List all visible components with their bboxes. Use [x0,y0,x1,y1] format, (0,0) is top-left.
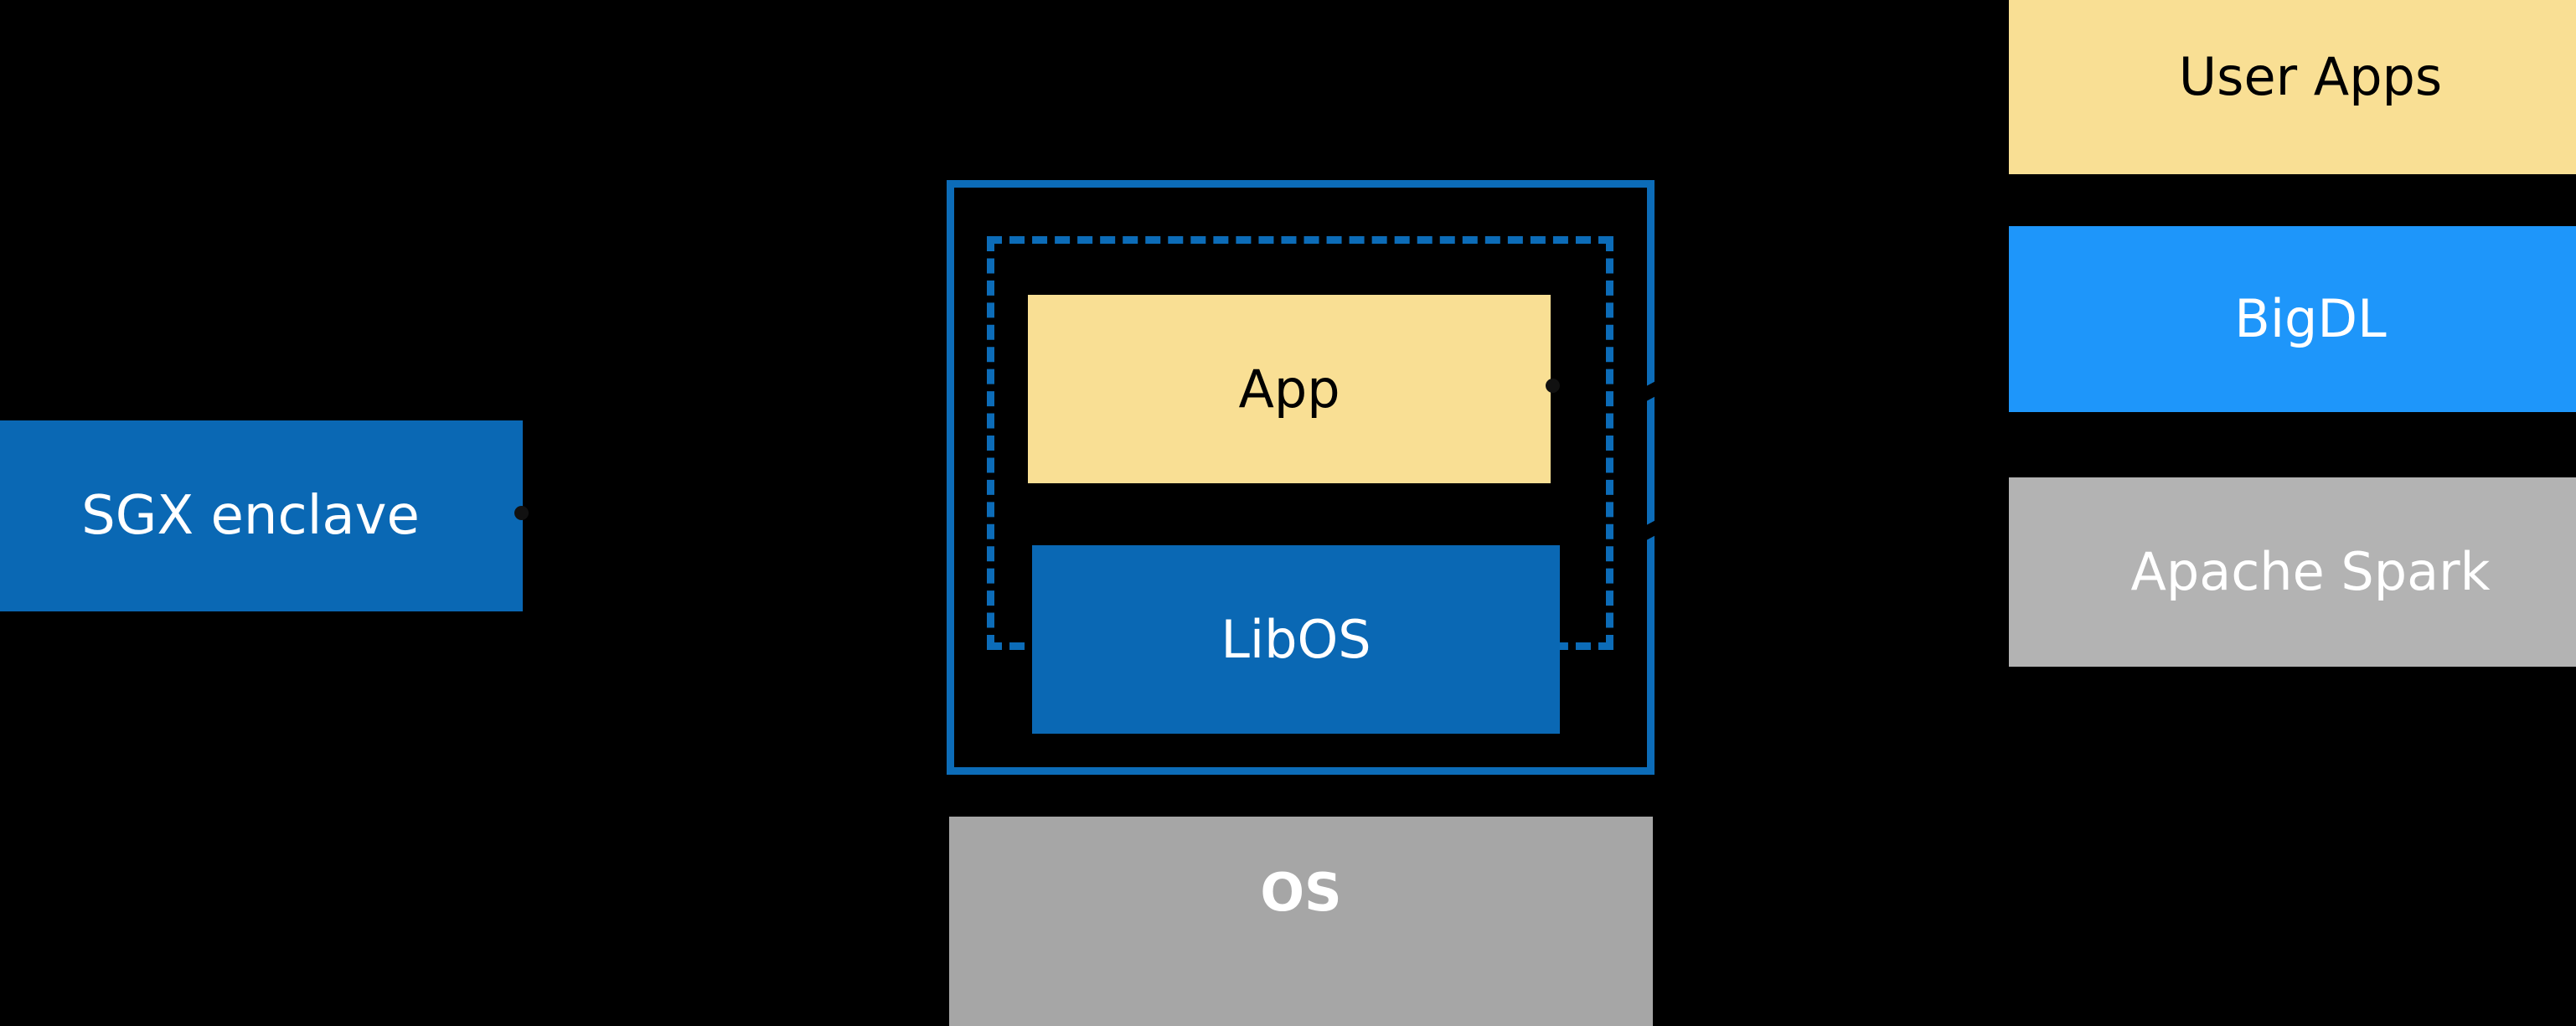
apache-spark-box: Apache Spark [2009,477,2576,667]
sgx-enclave-box: SGX enclave [0,420,523,611]
user-apps-label: User Apps [2178,46,2443,107]
app-connector-dot [1546,379,1560,393]
os-label: OS [1260,862,1342,923]
sgx-connector-dot [514,506,529,520]
sgx-enclave-label: SGX enclave [81,485,420,547]
os-box: OS [949,817,1653,1026]
libos-box: LibOS [1032,545,1560,734]
libos-label: LibOS [1221,608,1371,670]
bigdl-label: BigDL [2234,288,2387,349]
bigdl-box: BigDL [2009,226,2576,412]
apache-spark-label: Apache Spark [2130,541,2491,602]
app-box: App [1028,295,1551,483]
app-label: App [1238,358,1340,420]
user-apps-box: User Apps [2009,0,2576,174]
enclave-outline-solid [947,180,1655,775]
